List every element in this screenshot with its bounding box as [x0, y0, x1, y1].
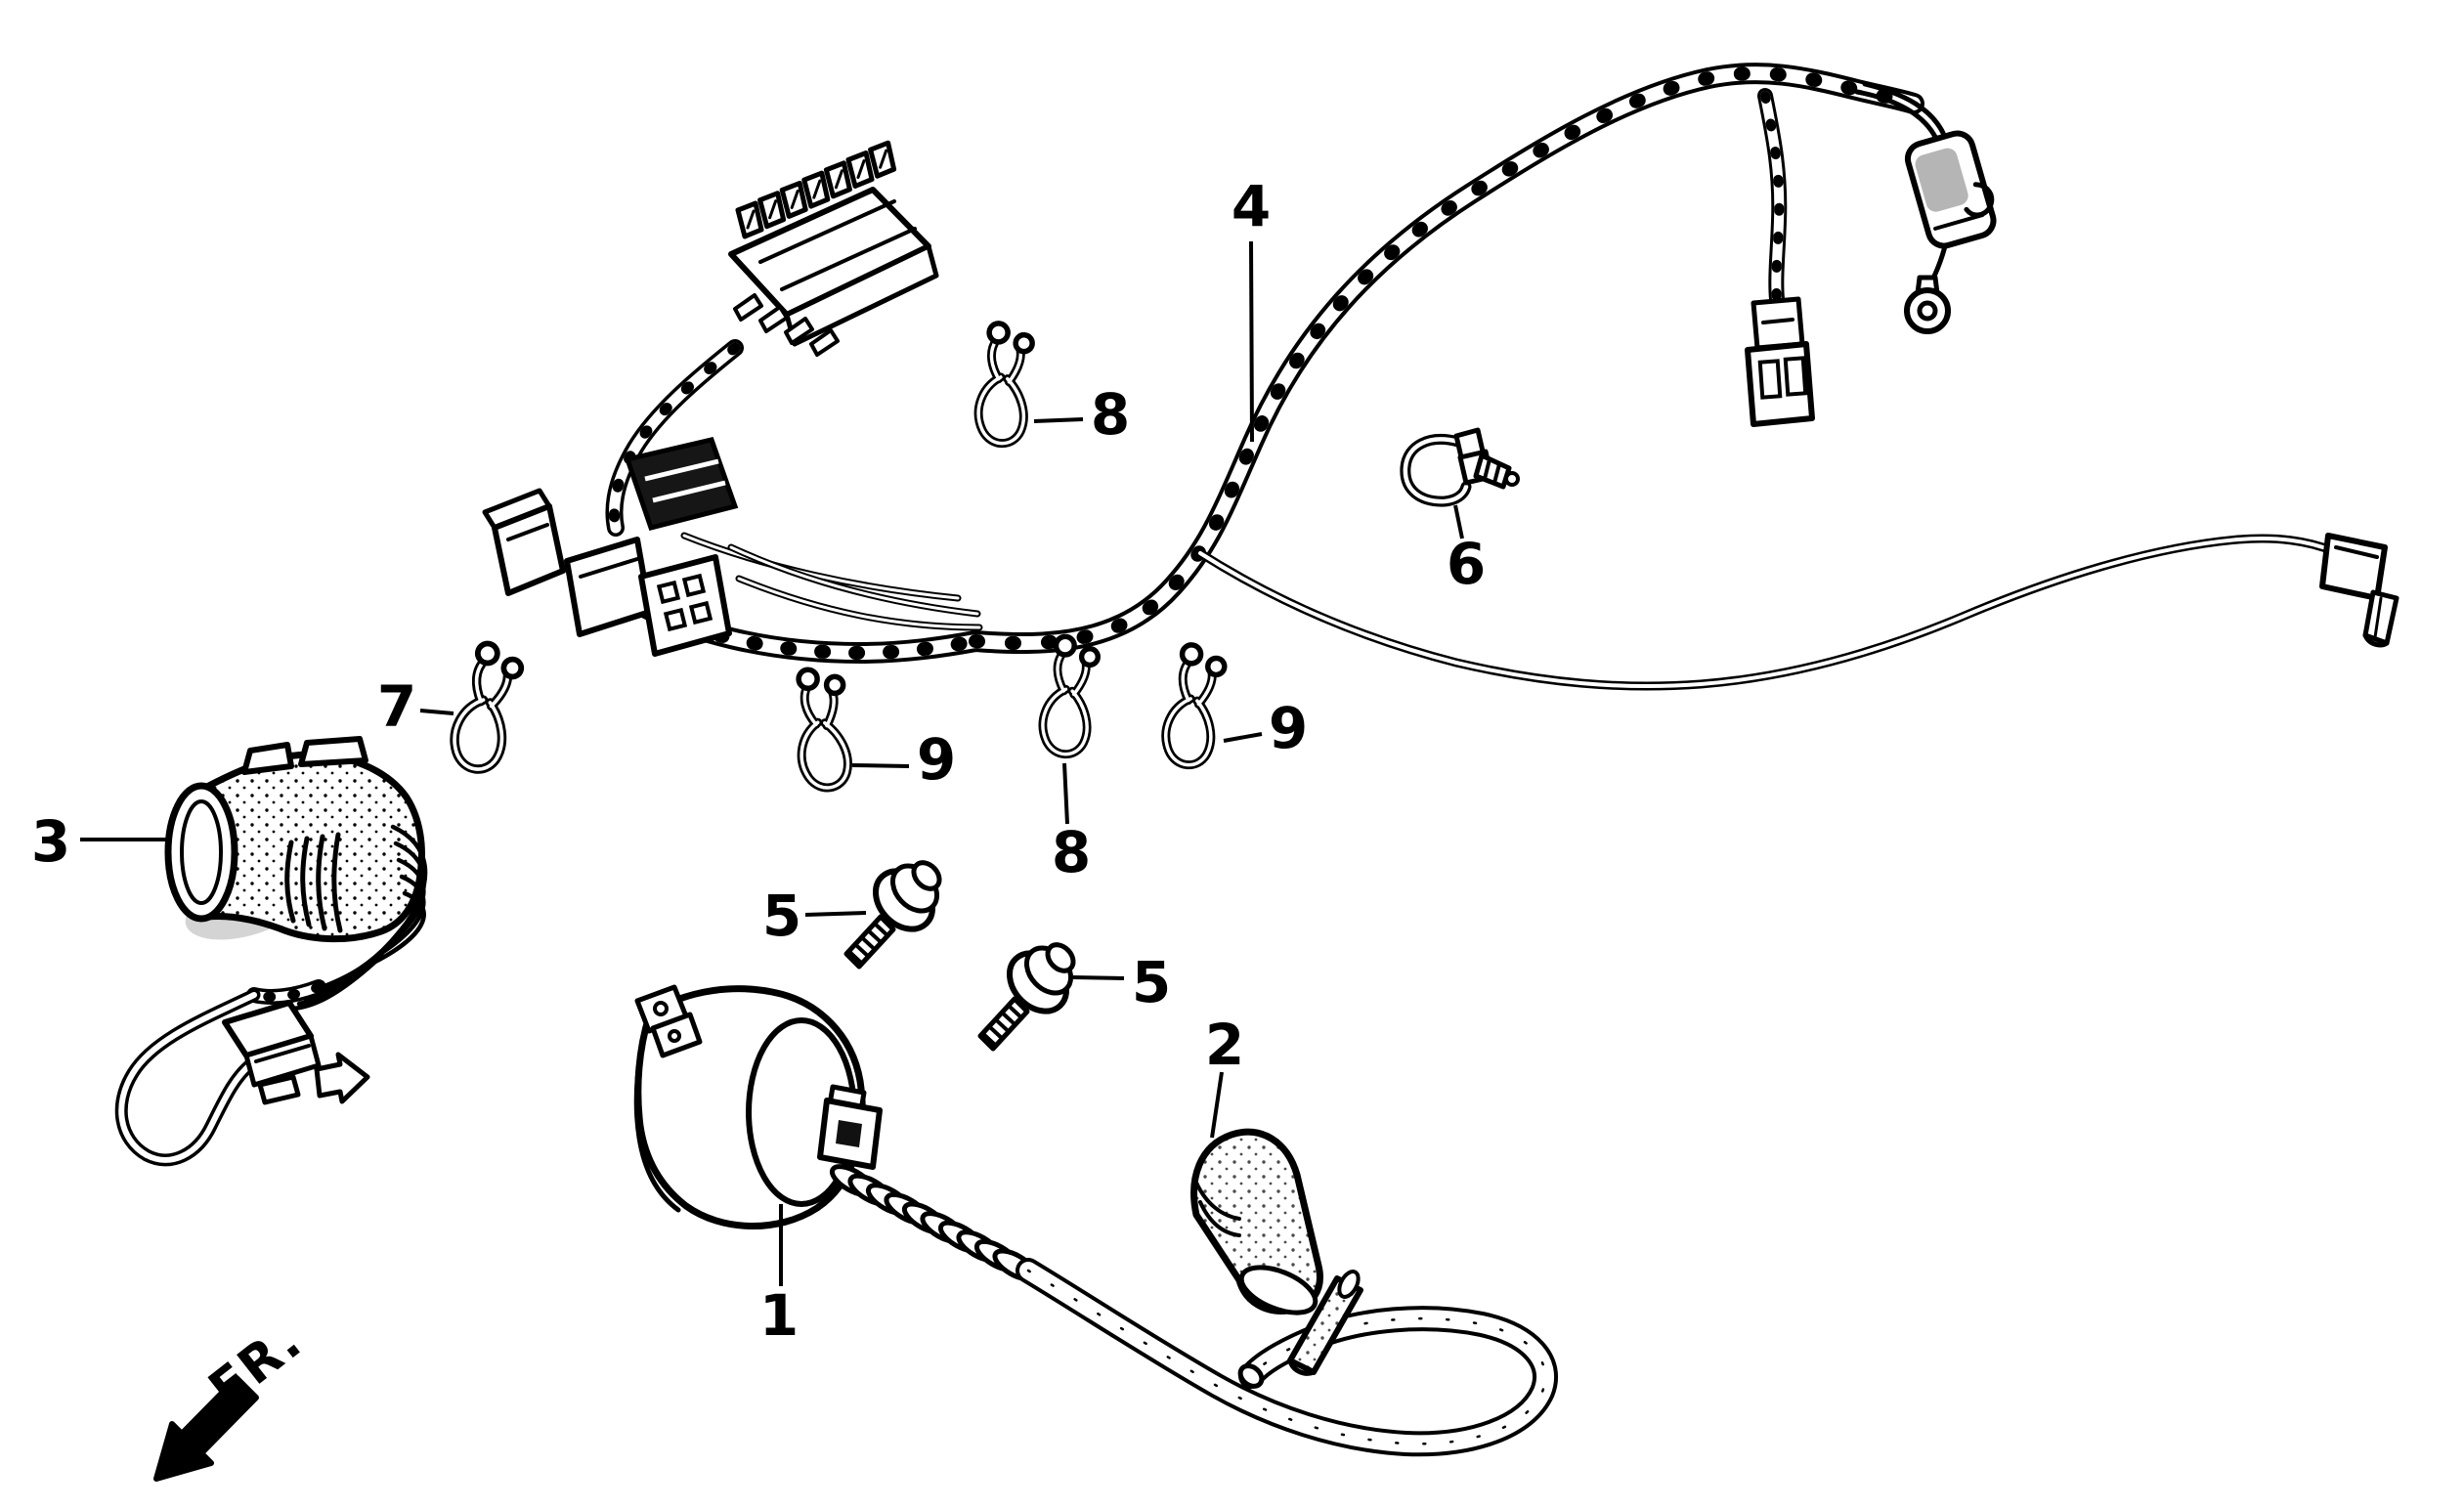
callout-leader-wire-clip-left [851, 763, 910, 768]
wire-clip-left [796, 667, 852, 793]
tube-stub [1287, 1270, 1363, 1376]
terminal-pin [758, 305, 789, 333]
callout-6-harness-band-clip: 6 [1447, 531, 1486, 597]
callout-8-wire-clip-lower: 8 [1052, 819, 1091, 885]
boot-wire [296, 874, 426, 1007]
front-direction-arrow: FR. [153, 1312, 314, 1482]
callout-leader-wire-clip-upper [1033, 417, 1084, 423]
wire-clip-lower [1038, 633, 1101, 759]
boot-wire [290, 890, 426, 1012]
wire-clip-right [1161, 642, 1228, 770]
callout-leader-harness-band-clip [1453, 504, 1464, 539]
callout-leader-wire-clip-small [419, 709, 454, 715]
ring-terminal [1904, 275, 1951, 334]
callout-leader-wire-clip-lower [1062, 762, 1069, 825]
starter-solenoid [633, 984, 883, 1229]
sub-harness-loop-connector [222, 1000, 370, 1105]
rubber-cap [1190, 1128, 1323, 1315]
callout-3-boot-connector: 3 [31, 808, 70, 875]
bullet-connector [2319, 533, 2399, 648]
fuse-connector-block [728, 140, 939, 357]
callout-7-wire-clip-small: 7 [377, 673, 416, 740]
callout-5-flange-bolt-upper: 5 [762, 883, 801, 949]
terminal-pin [809, 328, 840, 357]
callout-leader-wire-harness [1249, 240, 1254, 443]
boot-wire [302, 857, 426, 1002]
harness-band-clip [1400, 427, 1520, 507]
two-pin-connector [1745, 296, 1815, 427]
callout-1-starter-solenoid: 1 [759, 1282, 799, 1349]
boot-connector [114, 736, 428, 1167]
headlight-connector [1904, 130, 1997, 249]
terminal-pin [784, 317, 814, 345]
callout-leader-flange-bolt-lower [1072, 975, 1125, 980]
connector-cluster [482, 437, 739, 657]
wire-clip-small [450, 640, 525, 774]
direction-arrow-icon [314, 1052, 370, 1104]
callout-5-flange-bolt-lower: 5 [1132, 949, 1171, 1015]
wire-clip-upper [973, 321, 1035, 449]
callout-9-wire-clip-right: 9 [1269, 695, 1308, 761]
flange-bolt-upper [843, 860, 942, 970]
terminal-pin [733, 293, 763, 322]
wire-harness [605, 63, 2339, 691]
callout-8-wire-clip-upper: 8 [1091, 381, 1130, 448]
flange-bolt-lower [977, 942, 1076, 1052]
callout-leader-flange-bolt-upper [804, 911, 867, 917]
callout-9-wire-clip-left: 9 [917, 726, 956, 793]
solenoid-drain-tube [829, 1164, 1558, 1457]
callout-leader-rubber-cap [1210, 1071, 1224, 1139]
callout-2-rubber-cap: 2 [1205, 1012, 1244, 1078]
callout-4-wire-harness: 4 [1232, 173, 1271, 239]
callout-leader-wire-clip-right [1223, 732, 1263, 743]
